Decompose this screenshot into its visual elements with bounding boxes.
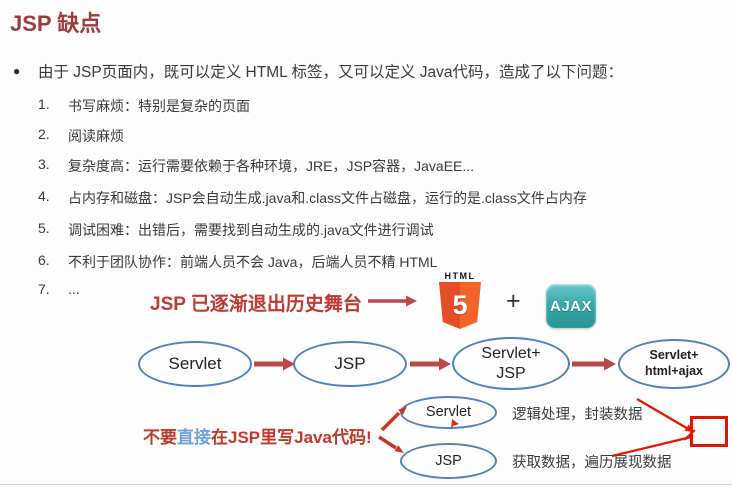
- advice-highlight: 直接: [177, 428, 211, 447]
- flow-arrow-1: [254, 357, 295, 371]
- html5-shield-icon: 5: [439, 282, 481, 329]
- list-number: 2.: [38, 126, 50, 142]
- intro-text: 由于 JSP页面内，既可以定义 HTML 标签，又可以定义 Java代码，造成了…: [38, 64, 624, 81]
- advice-text: 不要直接在JSP里写Java代码!: [143, 423, 372, 448]
- mvc-node-label: Servlet: [425, 404, 472, 421]
- jsp-role-text: 获取数据，遍历展现数据: [512, 455, 672, 471]
- list-text: 不利于团队协作：前端人员不会 Java，后端人员不精 HTML: [68, 254, 438, 270]
- flow-node-servlet: Servlet: [138, 341, 252, 387]
- list-text: 调试困难：出错后，需要找到自动生成的.java文件进行调试: [68, 222, 434, 238]
- list-number: 6.: [38, 252, 50, 268]
- list-text: 占内存和磁盘：JSP会自动生成.java和.class文件占磁盘，运行的是.cl…: [68, 190, 587, 206]
- mvc-node-servlet: Servlet: [400, 396, 497, 429]
- advice-arrow-to-jsp: [378, 435, 404, 453]
- flow-node-label: Servlet+ JSP: [481, 344, 541, 382]
- advice-prefix: 不要: [143, 428, 177, 447]
- list-text: 书写麻烦：特别是复杂的页面: [68, 98, 250, 114]
- bullet-icon: ●: [13, 64, 21, 78]
- ajax-icon: AJAX: [546, 284, 596, 328]
- arrow-to-html5-icon: [368, 295, 417, 307]
- list-number: 7.: [38, 281, 50, 297]
- flow-arrow-2: [410, 357, 451, 371]
- html5-icon: HTML 5: [437, 271, 483, 332]
- list-text: 复杂度高：运行需要依赖于各种环境，JRE，JSP容器，JavaEE...: [68, 158, 475, 174]
- mvc-node-label: JSP: [435, 452, 462, 469]
- html5-number: 5: [452, 290, 468, 320]
- list-text: 阅读麻烦: [68, 128, 124, 144]
- flow-arrow-3: [572, 357, 616, 371]
- mvc-node-jsp: JSP: [400, 443, 497, 479]
- page-title: JSP 缺点: [10, 11, 102, 36]
- flow-node-label: Servlet: [168, 354, 222, 374]
- advice-suffix: 在JSP里写Java代码!: [211, 428, 372, 447]
- ajax-label: AJAX: [549, 297, 592, 315]
- flow-node-servlet-jsp: Servlet+ JSP: [452, 337, 570, 390]
- servlet-role-text: 逻辑处理，封装数据: [512, 407, 643, 423]
- flow-node-label: Servlet+ html+ajax: [644, 348, 703, 378]
- flow-node-label: JSP: [334, 354, 366, 374]
- flow-node-jsp: JSP: [293, 341, 407, 387]
- list-number: 5.: [38, 220, 50, 236]
- list-number: 4.: [38, 188, 50, 204]
- html5-wordmark: HTML: [444, 271, 476, 281]
- list-text: ...: [68, 281, 80, 297]
- highlight-box-annotation: [690, 416, 728, 447]
- annotation-line-from-servlet-role: [636, 398, 694, 432]
- history-note-text: JSP 已逐渐退出历史舞台: [150, 294, 362, 315]
- flow-node-servlet-html-ajax: Servlet+ html+ajax: [618, 339, 730, 389]
- plus-sign: +: [506, 287, 521, 315]
- list-number: 1.: [38, 96, 50, 112]
- bottom-divider: [0, 484, 732, 485]
- list-number: 3.: [38, 156, 50, 172]
